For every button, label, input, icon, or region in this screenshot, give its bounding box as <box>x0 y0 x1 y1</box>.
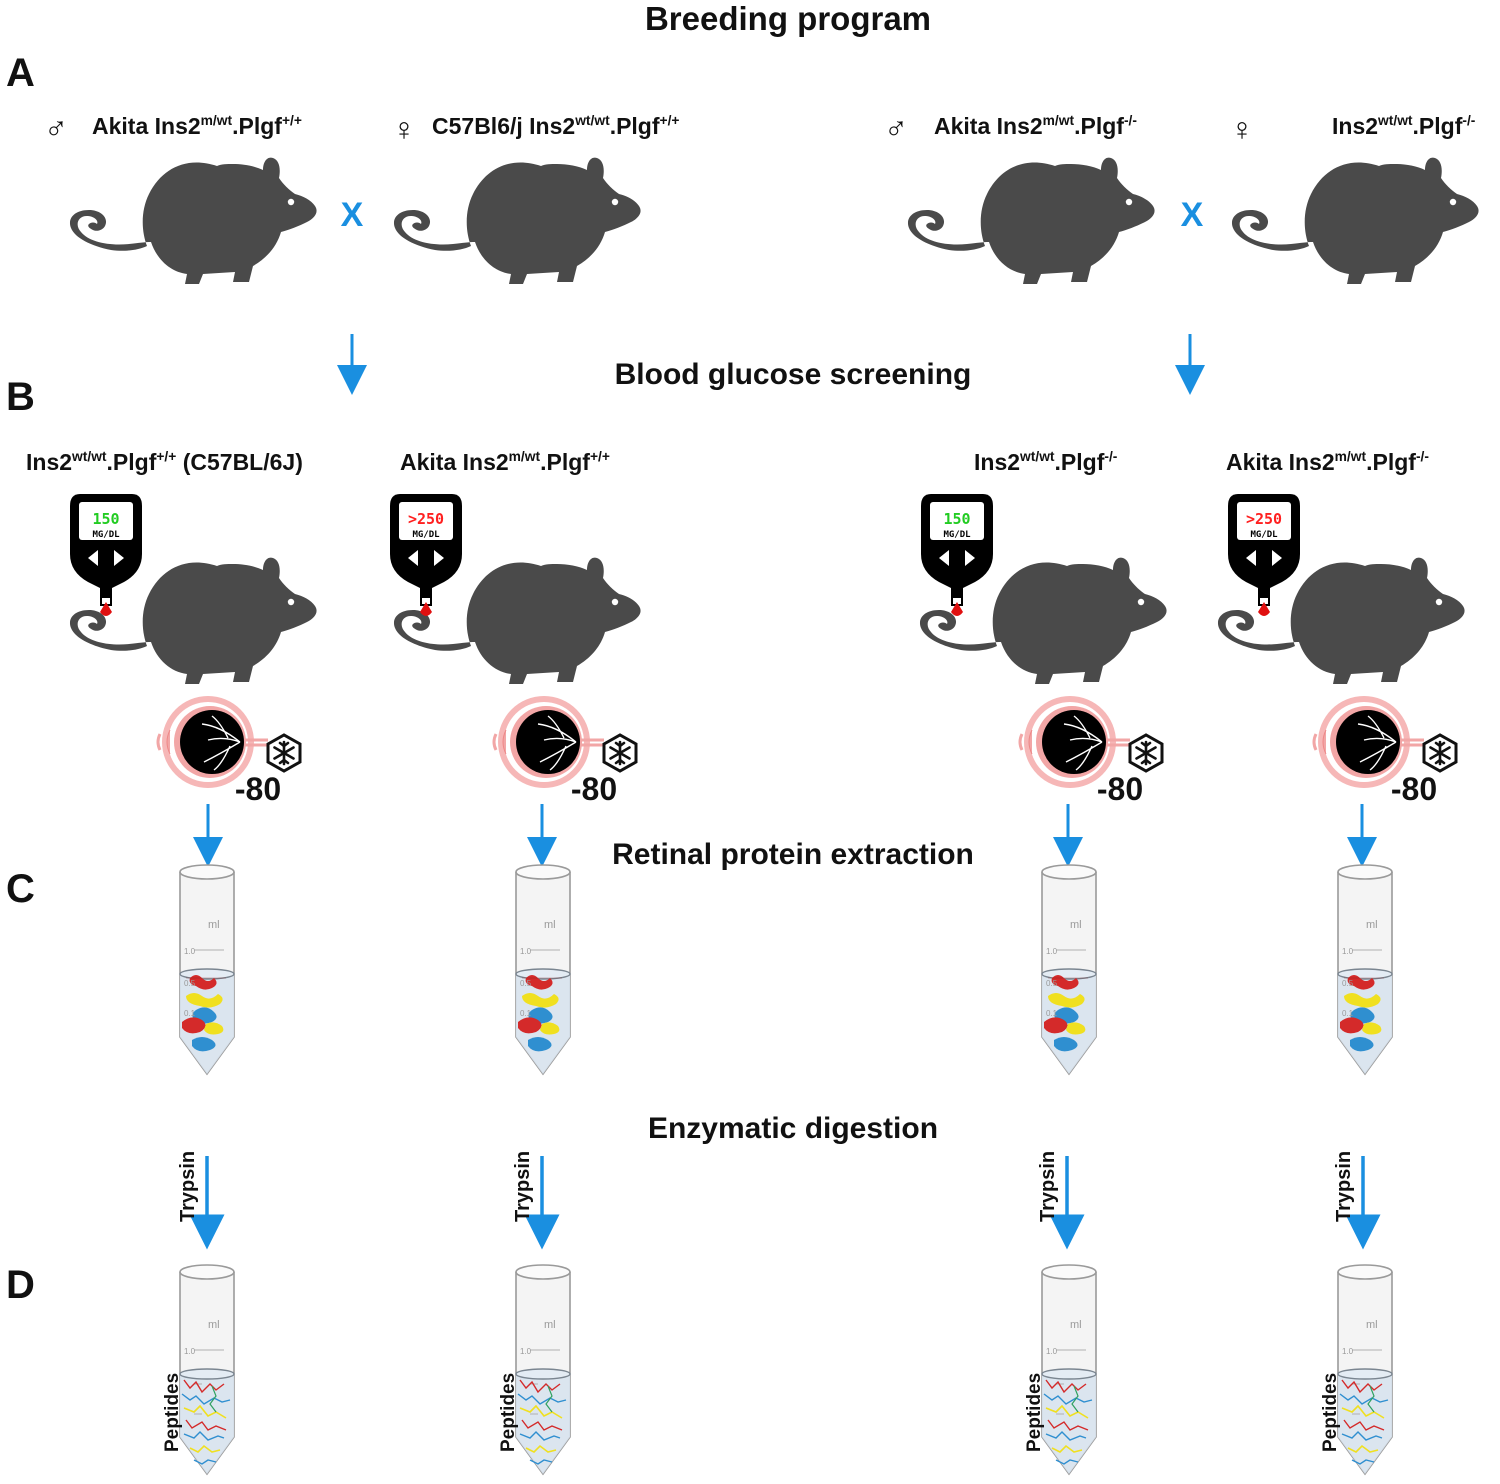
svg-text:1.0: 1.0 <box>184 947 196 956</box>
panel-b-label: B <box>6 375 35 419</box>
step-screening-label: Blood glucose screening <box>615 358 972 391</box>
panel-d-label: D <box>6 1263 35 1307</box>
male-symbol-icon: ♂ <box>44 109 68 145</box>
svg-text:ml: ml <box>1366 1319 1378 1331</box>
svg-text:1.0: 1.0 <box>520 947 532 956</box>
mouse-icon <box>1231 157 1479 284</box>
protein-tube: ml 1.0 0.5 0.1 <box>515 864 571 1075</box>
svg-text:0.1: 0.1 <box>520 1009 532 1018</box>
freezer-temp: -80 <box>1097 771 1143 807</box>
parent-row: ♂ ♀ ♂ ♀ Akita Ins2m/wt.Plgf+/+ C57Bl6/j … <box>44 109 1479 395</box>
glucose-unit: MG/DL <box>92 530 120 540</box>
enzyme-label: Trypsin <box>1333 1151 1355 1222</box>
svg-text:0.5: 0.5 <box>520 979 532 988</box>
peptide-tube-row: ml 1.0 ml 1.0 ml 1.0 ml 1.0 Peptides Pep… <box>162 1264 1393 1475</box>
protein-tube-row: ml 1.0 0.5 0.1 ml 1.0 0.5 0.1 ml 1.0 0.5… <box>179 864 1393 1075</box>
svg-text:ml: ml <box>1070 1319 1082 1331</box>
svg-text:1.0: 1.0 <box>184 1347 196 1356</box>
glucose-reading: >250 <box>1246 510 1282 528</box>
cross-symbol-icon: X <box>341 196 364 234</box>
svg-text:0.1: 0.1 <box>1046 1009 1058 1018</box>
step-extraction-label: Retinal protein extraction <box>612 838 974 871</box>
mouse-icon <box>69 157 317 284</box>
parent-genotype-label: Ins2wt/wt.Plgf-/- <box>1332 113 1476 139</box>
svg-text:0.1: 0.1 <box>1342 1009 1354 1018</box>
cross-symbol-icon: X <box>1181 196 1204 234</box>
mouse-icon <box>393 157 641 284</box>
female-symbol-icon: ♀ <box>1230 111 1254 147</box>
panel-c-label: C <box>6 867 35 911</box>
glucose-reading: 150 <box>943 510 970 528</box>
glucose-reading: 150 <box>92 510 119 528</box>
enzyme-label: Trypsin <box>177 1151 199 1222</box>
peptide-tube: ml 1.0 <box>1337 1264 1393 1475</box>
svg-text:ml: ml <box>544 1319 556 1331</box>
enzyme-label: Trypsin <box>512 1151 534 1222</box>
parent-genotype-label: Akita Ins2m/wt.Plgf-/- <box>934 113 1137 139</box>
retina-row: -80 -80 -80 -80 <box>156 694 1458 867</box>
product-label: Peptides <box>498 1373 519 1452</box>
glucose-unit: MG/DL <box>1250 530 1278 540</box>
svg-text:0.5: 0.5 <box>1342 979 1354 988</box>
svg-text:1.0: 1.0 <box>520 1347 532 1356</box>
mouse-icon <box>907 157 1155 284</box>
figure-title: Breeding program <box>645 0 931 37</box>
svg-text:1.0: 1.0 <box>1046 947 1058 956</box>
svg-text:1.0: 1.0 <box>1342 1347 1354 1356</box>
peptide-tube: ml 1.0 <box>1041 1264 1097 1475</box>
glucose-unit: MG/DL <box>943 530 971 540</box>
freezer-temp: -80 <box>235 771 281 807</box>
svg-text:0.5: 0.5 <box>184 979 196 988</box>
product-label: Peptides <box>1024 1373 1045 1452</box>
protein-tube: ml 1.0 0.5 0.1 <box>1041 864 1097 1075</box>
protein-tube: ml 1.0 0.5 0.1 <box>1337 864 1393 1075</box>
svg-text:0.1: 0.1 <box>184 1009 196 1018</box>
digestion-row: Trypsin Trypsin Trypsin Trypsin <box>177 1151 1381 1250</box>
svg-text:0.5: 0.5 <box>1046 979 1058 988</box>
panel-a-label: A <box>6 51 35 95</box>
offspring-genotype-label: Akita Ins2m/wt.Plgf-/- <box>1226 449 1429 475</box>
parent-genotype-label: Akita Ins2m/wt.Plgf+/+ <box>92 113 302 139</box>
parent-genotype-label: C57Bl6/j Ins2wt/wt.Plgf+/+ <box>432 113 679 139</box>
offspring-row: Ins2wt/wt.Plgf+/+ (C57BL/6J) Akita Ins2m… <box>26 449 1465 684</box>
peptide-tube: ml 1.0 <box>179 1264 235 1475</box>
protein-tube: ml 1.0 0.5 0.1 <box>179 864 235 1075</box>
freezer-temp: -80 <box>571 771 617 807</box>
svg-text:1.0: 1.0 <box>1046 1347 1058 1356</box>
freezer-temp: -80 <box>1391 771 1437 807</box>
offspring-genotype-label: Ins2wt/wt.Plgf+/+ (C57BL/6J) <box>26 449 303 475</box>
glucose-meter-icon: 150 MG/DL <box>921 494 993 616</box>
offspring-genotype-label: Akita Ins2m/wt.Plgf+/+ <box>400 449 610 475</box>
step-digestion-label: Enzymatic digestion <box>648 1112 938 1145</box>
svg-text:1.0: 1.0 <box>1342 947 1354 956</box>
svg-text:ml: ml <box>544 919 556 931</box>
svg-text:ml: ml <box>1366 919 1378 931</box>
svg-text:ml: ml <box>1070 919 1082 931</box>
svg-text:ml: ml <box>208 919 220 931</box>
female-symbol-icon: ♀ <box>392 111 416 147</box>
glucose-unit: MG/DL <box>412 530 440 540</box>
peptide-tube: ml 1.0 <box>515 1264 571 1475</box>
offspring-genotype-label: Ins2wt/wt.Plgf-/- <box>974 449 1118 475</box>
enzyme-label: Trypsin <box>1037 1151 1059 1222</box>
svg-text:ml: ml <box>208 1319 220 1331</box>
product-label: Peptides <box>1320 1373 1341 1452</box>
glucose-meter-icon: 150 MG/DL <box>70 494 142 616</box>
glucose-meter-icon: >250 MG/DL <box>390 494 462 616</box>
product-label: Peptides <box>162 1373 183 1452</box>
glucose-reading: >250 <box>408 510 444 528</box>
glucose-meter-icon: >250 MG/DL <box>1228 494 1300 616</box>
male-symbol-icon: ♂ <box>884 109 908 145</box>
